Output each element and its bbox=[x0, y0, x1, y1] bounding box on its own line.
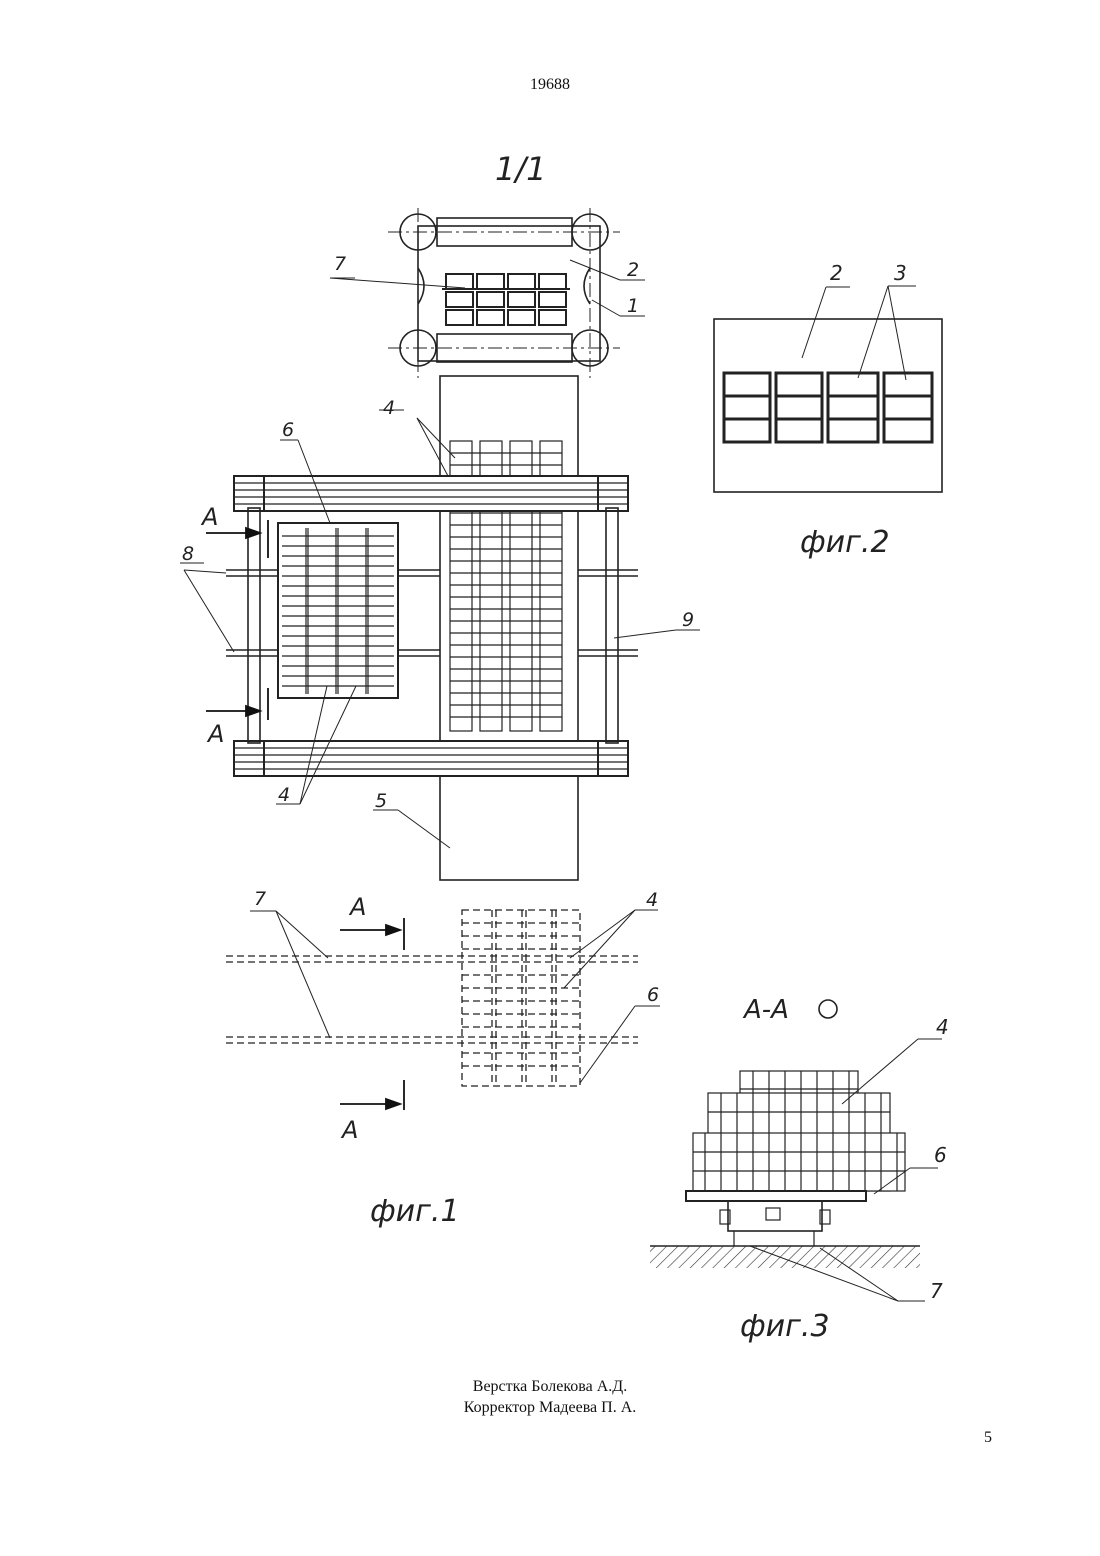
callout-8: 7 bbox=[334, 253, 346, 275]
fig2-callout-2: 2 bbox=[830, 261, 843, 285]
fig3-callout-7: 7 bbox=[930, 1279, 943, 1303]
fig3-section-title: А-А bbox=[742, 995, 789, 1025]
transport-vehicle-top-view bbox=[388, 208, 620, 378]
fig2-caption: фиг.2 bbox=[800, 525, 890, 560]
callout-6-lower: 6 bbox=[647, 984, 659, 1006]
callout-6: 6 bbox=[282, 419, 294, 441]
fig1-caption: фиг.1 bbox=[370, 1194, 460, 1229]
proofreader-credit: Корректор Мадеева П. А. bbox=[0, 1397, 1100, 1418]
layout-credit: Верстка Болекова А.Д. bbox=[0, 1376, 1100, 1397]
section-mark-a-1: А bbox=[200, 503, 218, 531]
fig3-callout-6: 6 bbox=[934, 1143, 947, 1167]
section-mark-a-2: А bbox=[206, 720, 224, 748]
callout-7-lower: 7 bbox=[254, 888, 266, 910]
fig1-side-view bbox=[226, 910, 638, 1086]
callout-4-lower: 4 bbox=[646, 889, 658, 911]
patent-number: 19688 bbox=[0, 76, 1100, 94]
sheet-mark: 1/1 bbox=[495, 150, 547, 188]
loading-platform bbox=[278, 523, 398, 698]
page-number: 5 bbox=[984, 1429, 992, 1447]
fig2-container-view bbox=[714, 286, 942, 492]
drawing-svg: 1/1 7 2 1 bbox=[130, 108, 976, 1353]
callout-9: 9 bbox=[682, 609, 694, 631]
credits-footer: Верстка Болекова А.Д. Корректор Мадеева … bbox=[0, 1376, 1100, 1418]
callout-4-top: 4 bbox=[383, 397, 395, 419]
ground-hatch bbox=[650, 1246, 920, 1268]
section-mark-a-3: А bbox=[348, 893, 366, 921]
callout-1: 1 bbox=[627, 295, 639, 317]
fig3-caption: фиг.3 bbox=[740, 1309, 830, 1344]
fig3-callout-4: 4 bbox=[936, 1015, 949, 1039]
callout-7: 8 bbox=[182, 543, 194, 565]
fig2-callout-3: 3 bbox=[894, 261, 907, 285]
fig3-cross-section bbox=[686, 1071, 905, 1246]
callout-5: 5 bbox=[375, 790, 387, 812]
patent-drawing-sheet: 1/1 7 2 1 bbox=[130, 108, 976, 1353]
callout-4-bottom: 4 bbox=[278, 784, 290, 806]
section-mark-a-4: А bbox=[340, 1116, 358, 1144]
callout-2: 2 bbox=[627, 259, 639, 281]
